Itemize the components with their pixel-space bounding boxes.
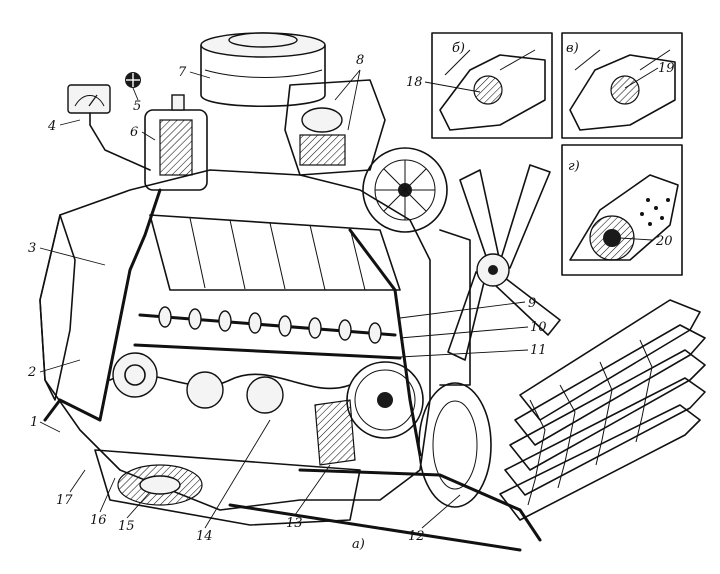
inset-label-b: б): [452, 41, 465, 56]
callout-2: 2: [27, 365, 36, 380]
camshaft-lobes: [158, 306, 382, 344]
crank-pulley: [418, 229, 492, 508]
inset-label-g: г): [568, 159, 580, 174]
callout-10: 10: [530, 320, 547, 335]
air-cleaner: [200, 32, 326, 107]
inset-b: [431, 32, 553, 139]
callout-4: 4: [47, 119, 56, 134]
callout-12: 12: [408, 529, 425, 544]
oil-cooler: [499, 299, 706, 521]
inset-label-v: в): [566, 41, 579, 56]
water-pump-pulley: [362, 147, 448, 233]
callout-3: 3: [28, 241, 36, 256]
callout-6: 6: [130, 125, 138, 140]
callout-14: 14: [196, 529, 213, 544]
oil-pressure-gauge: [67, 84, 151, 171]
inset-v: [561, 32, 683, 139]
callout-11: 11: [530, 343, 547, 358]
warning-lamp: [125, 72, 141, 88]
callout-17: 17: [56, 493, 73, 508]
callout-20: 20: [655, 234, 673, 249]
callout-7: 7: [178, 65, 187, 80]
main-view-label: а): [352, 537, 365, 552]
oil-filter: [144, 94, 208, 191]
drain-line: [228, 503, 522, 552]
callout-1: 1: [30, 415, 38, 430]
callout-18: 18: [406, 75, 423, 90]
callout-8: 8: [356, 53, 364, 68]
leader-lines: [39, 67, 659, 529]
callout-5: 5: [133, 99, 141, 114]
callout-9: 9: [528, 296, 536, 311]
callout-13: 13: [286, 516, 303, 531]
cooling-fan: [447, 164, 561, 361]
callout-19: 19: [658, 61, 675, 76]
callout-15: 15: [118, 519, 135, 534]
callout-16: 16: [90, 513, 107, 528]
callout-labels: 1 2 3 4 5 6 7 8 9 10 11 12 13 14 15 16 1…: [27, 41, 675, 552]
engine-block: [39, 169, 542, 542]
oil-filter-centrifugal: [284, 79, 386, 176]
inset-g: [561, 144, 683, 276]
